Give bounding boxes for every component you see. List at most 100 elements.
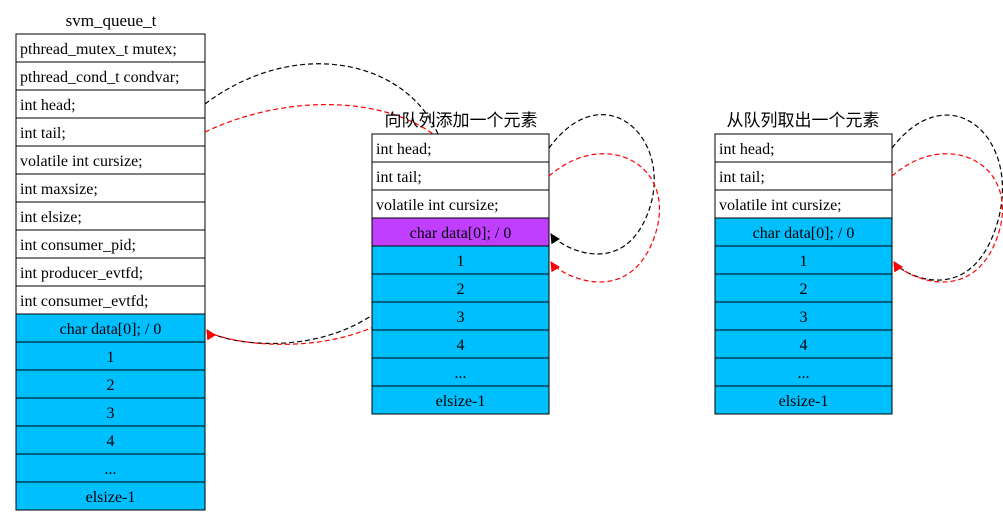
- cell-box: [371, 245, 550, 275]
- table-row-row: ...: [371, 357, 550, 387]
- cell-label: int elsize;: [20, 209, 82, 226]
- table-row-4: 4: [15, 425, 206, 455]
- table-row-elsize-1: elsize-1: [371, 385, 550, 415]
- pointer-arrows: [548, 114, 660, 283]
- table-dequeue: 从队列取出一个元素 int head; int tail; volatile int…: [714, 111, 1003, 415]
- table-rows: int head; int tail; volatile int cursize; c…: [371, 133, 550, 415]
- cell-box: [15, 453, 206, 483]
- cell-box: [714, 385, 893, 415]
- cell-label: volatile int cursize;: [719, 197, 842, 214]
- table-row-int-head: int head;: [371, 133, 550, 163]
- pointer-arrows: [891, 114, 1003, 283]
- cell-label: volatile int cursize;: [20, 153, 143, 170]
- cell-box: [371, 133, 550, 163]
- table-row-row: ...: [15, 453, 206, 483]
- cell-box: [15, 201, 206, 231]
- cell-label: 3: [457, 309, 465, 326]
- cell-label: char data[0]; / 0: [410, 225, 512, 242]
- cell-label: elsize-1: [779, 393, 829, 410]
- table-row-elsize-1: elsize-1: [15, 481, 206, 511]
- table-row-2: 2: [15, 369, 206, 399]
- table-row-row: ...: [714, 357, 893, 387]
- table-title-dequeue: 从队列取出一个元素: [727, 111, 880, 130]
- cell-box: [15, 369, 206, 399]
- cell-label: 4: [107, 433, 115, 450]
- table-row-4: 4: [714, 329, 893, 359]
- cell-box: [15, 229, 206, 259]
- table-row-volatile-int-cursize: volatile int cursize;: [15, 145, 206, 175]
- cell-box: [15, 425, 206, 455]
- cell-box: [15, 481, 206, 511]
- cell-label: 4: [800, 337, 808, 354]
- cell-box: [371, 217, 550, 247]
- table-row-pthread-mutex-t-mutex: pthread_mutex_t mutex;: [15, 33, 206, 63]
- cell-label: pthread_mutex_t mutex;: [20, 41, 177, 58]
- cell-box: [371, 273, 550, 303]
- cell-box: [371, 385, 550, 415]
- cell-label: 2: [457, 281, 465, 298]
- cell-box: [15, 313, 206, 343]
- cell-label: 3: [107, 405, 115, 422]
- cell-box: [15, 257, 206, 287]
- cell-box: [714, 217, 893, 247]
- table-row-int-consumer-evtfd: int consumer_evtfd;: [15, 285, 206, 315]
- table-rows: int head; int tail; volatile int cursize; c…: [714, 133, 893, 415]
- table-row-4: 4: [371, 329, 550, 359]
- table-enqueue: 向队列添加一个元素 int head;int tail;volatile int…: [371, 111, 660, 415]
- head-pointer-arrow: [548, 114, 655, 255]
- cell-label: int head;: [376, 141, 432, 158]
- cell-label: 3: [800, 309, 808, 326]
- table-row-pthread-cond-t-condvar: pthread_cond_t condvar;: [15, 61, 206, 91]
- cell-label: int consumer_evtfd;: [20, 293, 148, 310]
- cell-label: pthread_cond_t condvar;: [20, 69, 180, 86]
- tail-pointer-arrow: [548, 153, 660, 283]
- cell-box: [15, 33, 206, 63]
- head-pointer-arrow: [891, 114, 1003, 281]
- table-row-volatile-int-cursize: volatile int cursize;: [371, 189, 550, 219]
- cell-label: int tail;: [20, 125, 66, 142]
- cell-label: ...: [798, 365, 810, 382]
- table-row-volatile-int-cursize: volatile int cursize;: [714, 189, 893, 219]
- table-row-elsize-1: elsize-1: [714, 385, 893, 415]
- cell-box: [714, 189, 893, 219]
- tail-pointer-arrow: [204, 104, 469, 345]
- table-row-int-producer-evtfd: int producer_evtfd;: [15, 257, 206, 287]
- table-row-int-consumer-pid: int consumer_pid;: [15, 229, 206, 259]
- cell-box: [371, 301, 550, 331]
- table-row-2: 2: [371, 273, 550, 303]
- cell-box: [714, 301, 893, 331]
- cell-label: 1: [107, 349, 115, 366]
- cell-box: [371, 329, 550, 359]
- cell-box: [371, 357, 550, 387]
- table-row-1: 1: [714, 245, 893, 275]
- cell-label: int tail;: [376, 169, 422, 186]
- cell-box: [714, 245, 893, 275]
- cell-label: 2: [800, 281, 808, 298]
- cell-label: 1: [457, 253, 465, 270]
- cell-label: elsize-1: [86, 489, 136, 506]
- table-row-int-elsize: int elsize;: [15, 201, 206, 231]
- table-row-1: 1: [15, 341, 206, 371]
- table-svm-queue-t: svm_queue_t pthread_mutex_t mutex;pthrea…: [15, 11, 469, 511]
- table-row-1: 1: [371, 245, 550, 275]
- table-row-int-tail: int tail;: [714, 161, 893, 191]
- cell-box: [15, 89, 206, 119]
- cell-label: 2: [107, 377, 115, 394]
- cell-label: 4: [457, 337, 465, 354]
- table-row-char-data-0-0: char data[0]; / 0: [15, 313, 206, 343]
- table-row-int-tail: int tail;: [15, 117, 206, 147]
- cell-label: int head;: [719, 141, 775, 158]
- cell-label: 1: [800, 253, 808, 270]
- cell-label: elsize-1: [436, 393, 486, 410]
- tail-pointer-arrow: [891, 153, 1003, 283]
- cell-label: int consumer_pid;: [20, 237, 136, 254]
- cell-label: ...: [455, 365, 467, 382]
- table-row-3: 3: [15, 397, 206, 427]
- cell-label: int producer_evtfd;: [20, 265, 143, 282]
- cell-box: [15, 341, 206, 371]
- table-row-int-head: int head;: [714, 133, 893, 163]
- cell-label: char data[0]; / 0: [753, 225, 855, 242]
- table-row-3: 3: [371, 301, 550, 331]
- cell-box: [15, 397, 206, 427]
